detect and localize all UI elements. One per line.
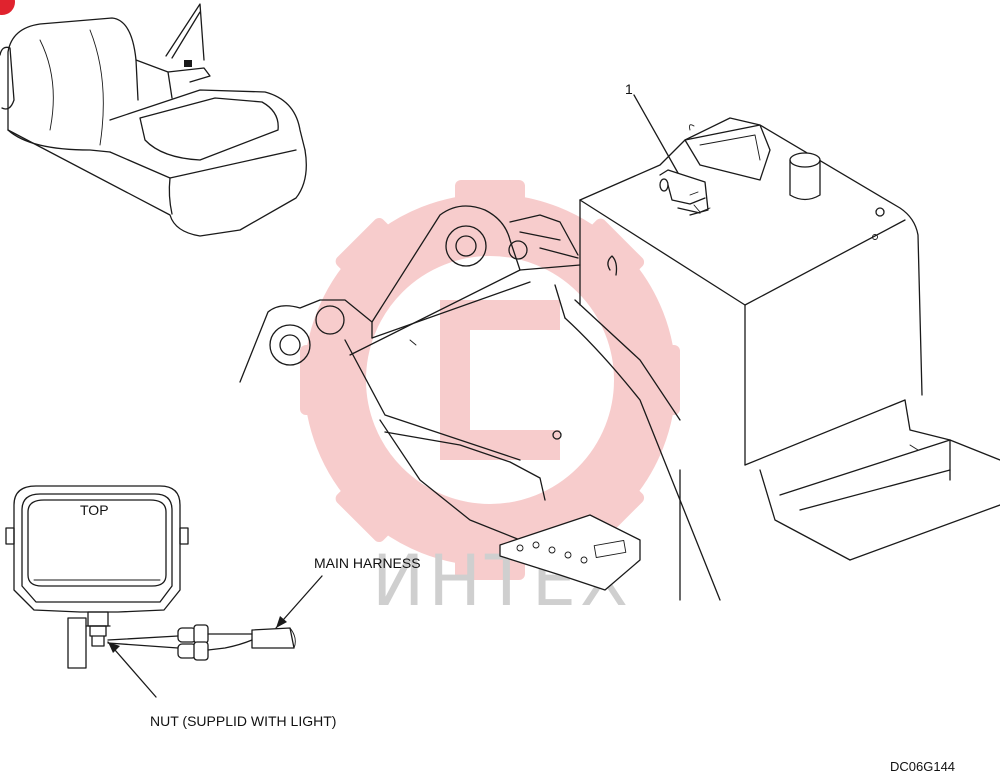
nut-callout: NUT (SUPPLID WITH LIGHT) [107,641,336,729]
corner-mark [0,0,15,15]
machine-front-drawing [239,117,1000,601]
svg-text:1: 1 [625,81,633,97]
svg-text:NUT (SUPPLID WITH LIGHT): NUT (SUPPLID WITH LIGHT) [150,713,336,729]
operator-seat-drawing [0,3,307,237]
work-light-detail [5,485,296,669]
svg-text:MAIN HARNESS: MAIN HARNESS [314,555,421,571]
callout-1: 1 [625,81,679,174]
main-harness-callout: MAIN HARNESS [275,555,421,629]
top-label: TOP [80,502,109,518]
drawing-code: DC06G144 [890,759,955,774]
